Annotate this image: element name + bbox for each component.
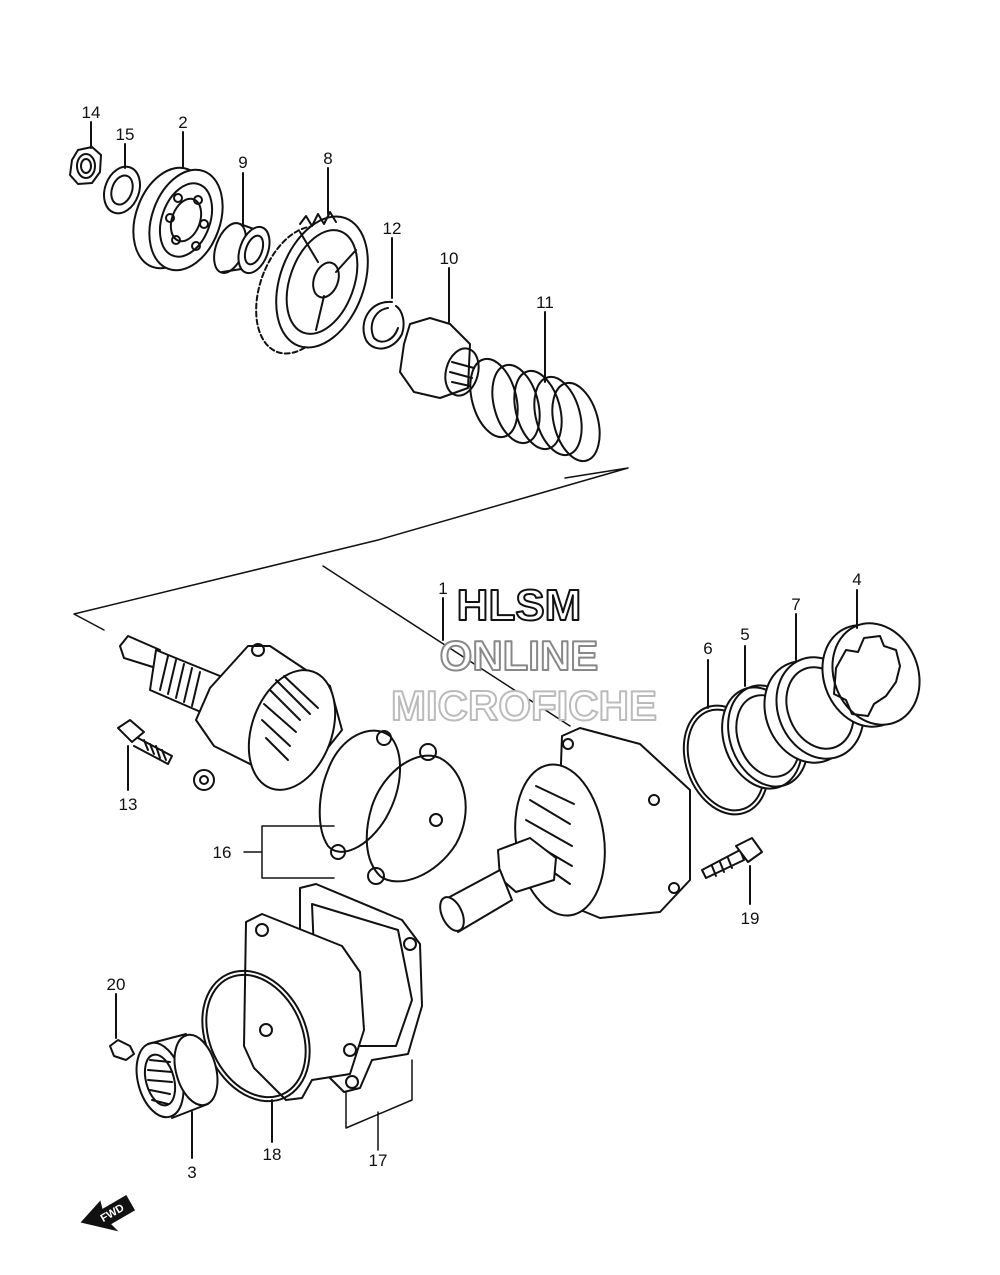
watermark-line-3: MICROFICHE: [391, 682, 657, 729]
callout-20: 20: [107, 975, 126, 994]
part-15-washer: [103, 165, 141, 215]
part-2-bearing: [132, 166, 224, 272]
watermark-line-2: ONLINE: [440, 632, 599, 679]
part-8-gear: [255, 211, 369, 355]
watermark: HLSM ONLINE MICROFICHE: [390, 580, 658, 730]
part-pinion-shaft: [119, 635, 343, 791]
callout-16: 16: [213, 843, 232, 862]
callout-10: 10: [440, 249, 459, 268]
part-13-bolt: [117, 719, 173, 765]
bracket-17: [345, 1059, 413, 1151]
callout-17: 17: [369, 1151, 388, 1170]
part-ring-gear-assembly: [439, 727, 691, 933]
callout-4: 4: [852, 570, 861, 589]
callout-14: 14: [82, 103, 101, 122]
callout-3: 3: [187, 1163, 196, 1182]
part-20-dowel-pin: [109, 1039, 135, 1061]
part-17-cover-gaskets: [243, 883, 423, 1101]
fwd-arrow-icon: FWD: [80, 1194, 136, 1232]
callout-5: 5: [740, 625, 749, 644]
watermark-line-1: HLSM: [457, 581, 582, 630]
bracket-16: [243, 825, 335, 879]
callout-15: 15: [116, 125, 135, 144]
callout-9: 9: [238, 153, 247, 172]
part-14-nut: [69, 146, 102, 185]
part-10-cam: [399, 317, 480, 399]
part-19-bolt: [701, 837, 763, 879]
callout-11: 11: [536, 293, 554, 312]
part-16-gaskets: [318, 729, 467, 885]
part-3-needle-bearing: [135, 1033, 219, 1119]
callout-1: 1: [438, 579, 447, 598]
callout-6: 6: [703, 639, 712, 658]
callout-12: 12: [383, 219, 402, 238]
callout-8: 8: [323, 149, 332, 168]
callout-13: 13: [119, 795, 138, 814]
part-12-circlip: [362, 300, 405, 350]
assembly-boundary-line: [73, 467, 629, 727]
callout-19: 19: [741, 909, 760, 928]
callout-2: 2: [178, 113, 187, 132]
callout-labels: 1 2 3 4 5 6 7 8 9 10 11 12 13 14 15 16 1…: [82, 103, 862, 1182]
callout-7: 7: [791, 595, 800, 614]
part-11-spring: [469, 357, 601, 463]
callout-18: 18: [263, 1145, 282, 1164]
part-9-collar: [213, 222, 271, 275]
part-4-lock-nut: [821, 622, 921, 728]
